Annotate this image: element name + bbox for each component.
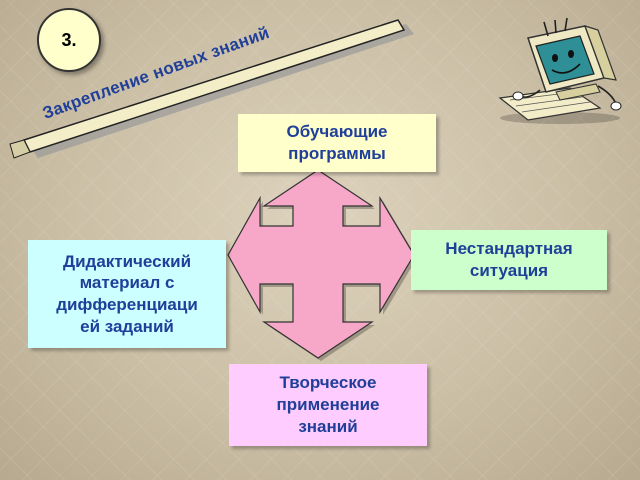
box-top-line-1: Обучающие (286, 122, 388, 142)
banner-end (9, 139, 31, 159)
box-didactic-material: Дидактический материал с дифференциаци е… (28, 240, 226, 348)
box-right-line-2: ситуация (469, 261, 549, 280)
box-left-line-2: материал с (79, 273, 175, 293)
box-left-line-4: ей заданий (80, 316, 174, 336)
box-top-line-2: программы (288, 144, 386, 163)
box-training-programs: Обучающие программы (238, 114, 436, 172)
step-number-badge: 3. (37, 8, 101, 72)
box-right-line-1: Нестандартная (445, 239, 573, 259)
box-left-line-3: дифференциаци (56, 295, 198, 314)
box-left-line-1: Дидактический (62, 251, 192, 271)
box-bottom-line-1: Творческое (279, 373, 377, 393)
box-bottom-line-2: применение (276, 395, 380, 415)
box-bottom-line-3: знаний (298, 416, 358, 436)
box-non-standard-situation: Нестандартная ситуация (411, 230, 607, 290)
box-creative-application: Творческое применение знаний (229, 364, 427, 446)
